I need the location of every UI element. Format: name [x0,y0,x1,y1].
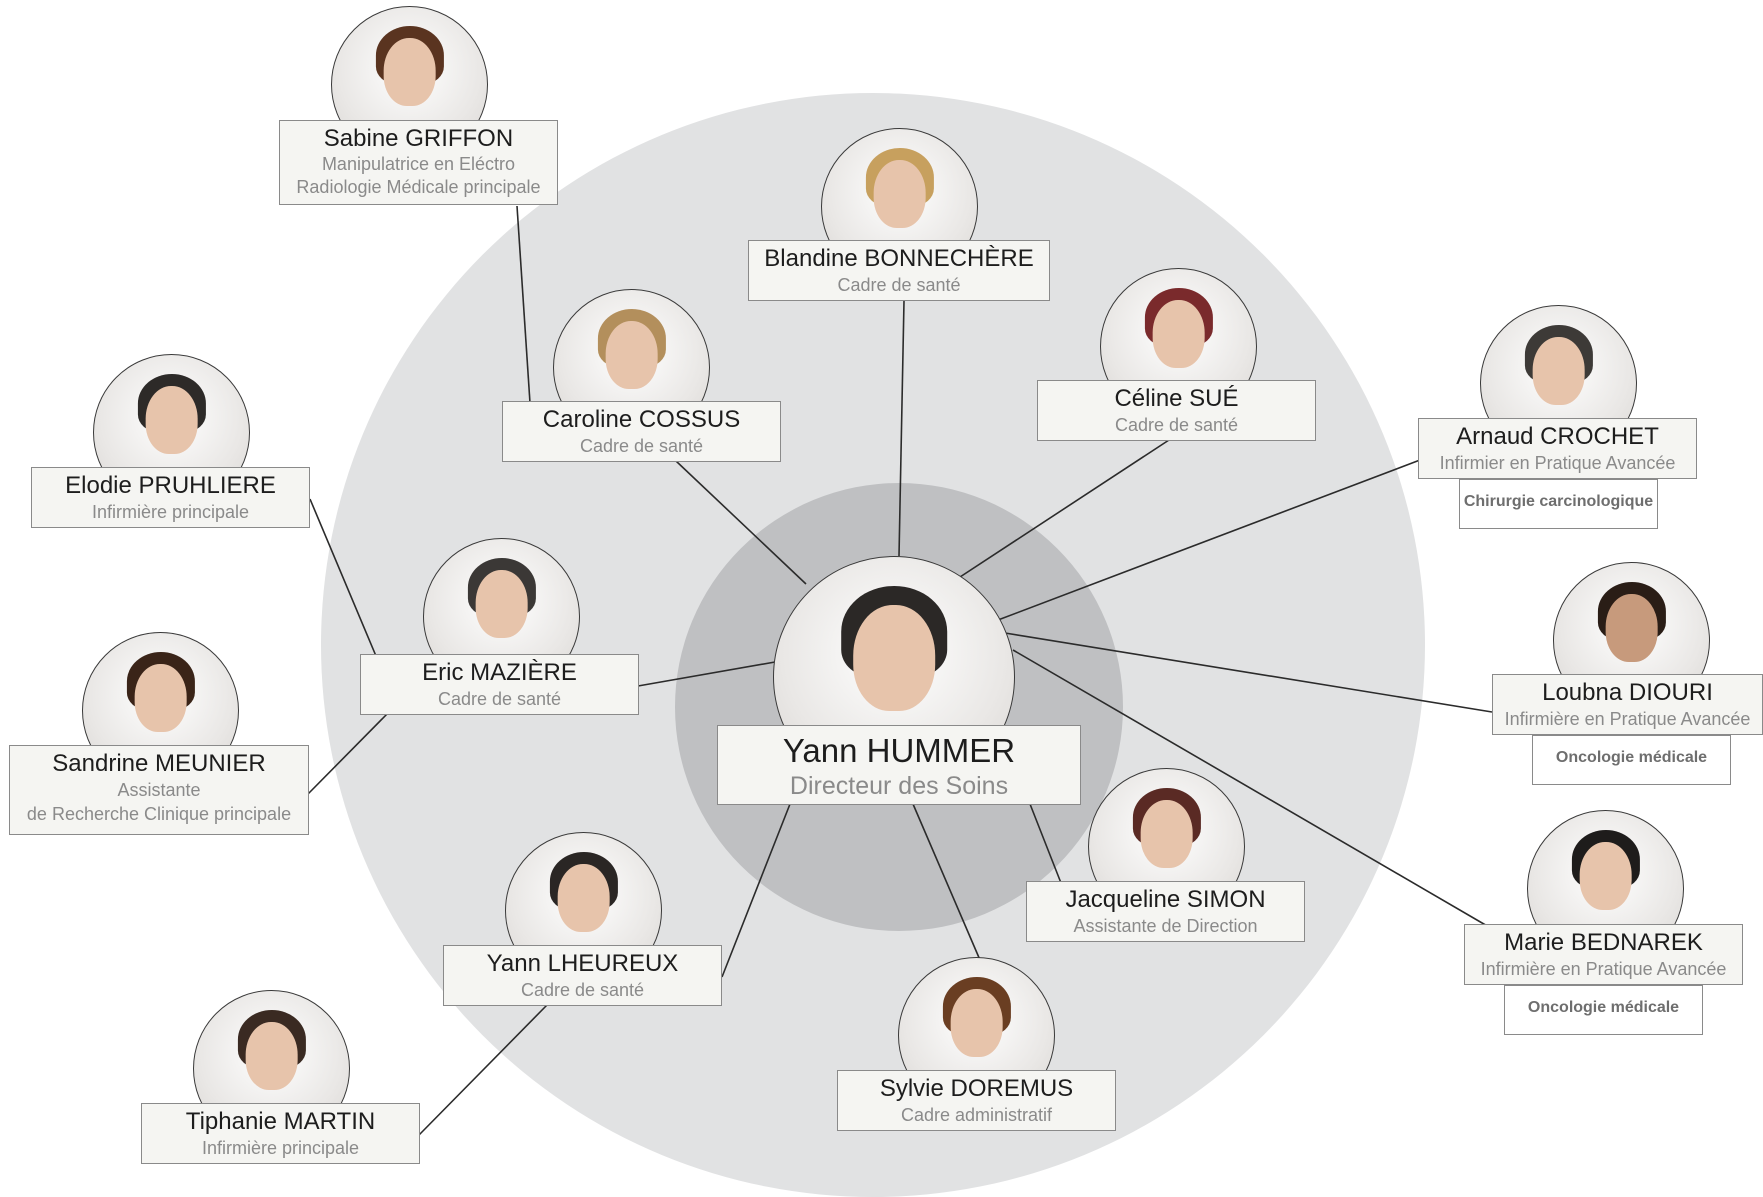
name-cossus: Caroline COSSUS [542,406,741,433]
card-diouri: Loubna DIOURI Infirmière en Pratique Ava… [1492,674,1763,735]
card-pruhliere: Elodie PRUHLIERE Infirmière principale [31,467,310,528]
name-martin: Tiphanie MARTIN [185,1108,376,1135]
link-cossus [675,460,807,585]
link-bednarek [1012,649,1490,928]
card-simon: Jacqueline SIMON Assistante de Direction [1026,881,1305,942]
name-meunier: Sandrine MEUNIER [52,750,266,777]
link-meunier [307,712,389,795]
role-cossus: Cadre de santé [579,436,704,456]
link-doremus [912,803,981,961]
name-sue: Céline SUÉ [1114,385,1239,412]
name-simon: Jacqueline SIMON [1065,886,1266,913]
role-bednarek: Infirmière en Pratique Avancée [1480,959,1727,979]
role-hummer: Directeur des Soins [789,772,1009,800]
card-doremus: Sylvie DOREMUS Cadre administratif [837,1070,1116,1131]
role-meunier-line2: de Recherche Clinique principale [26,804,292,824]
role-simon: Assistante de Direction [1073,916,1258,936]
link-griffon [516,205,531,404]
card-sue: Céline SUÉ Cadre de santé [1037,380,1316,441]
card-maziere: Eric MAZIÈRE Cadre de santé [360,654,639,715]
role-pruhliere: Infirmière principale [91,502,250,522]
specialty-bednarek: Oncologie médicale [1504,985,1703,1035]
name-crochet: Arnaud CROCHET [1456,423,1659,450]
name-pruhliere: Elodie PRUHLIERE [65,472,276,499]
name-lheureux: Yann LHEUREUX [486,950,679,977]
role-meunier-line1: Assistante [117,780,201,800]
specialty-diouri: Oncologie médicale [1532,735,1731,785]
link-diouri [1004,632,1493,713]
link-pruhliere [309,498,377,657]
name-bonnechere: Blandine BONNECHÈRE [764,245,1034,272]
card-cossus: Caroline COSSUS Cadre de santé [502,401,781,462]
name-griffon: Sabine GRIFFON [323,125,514,152]
specialty-crochet: Chirurgie carcinologique [1459,479,1658,529]
card-martin: Tiphanie MARTIN Infirmière principale [141,1103,420,1164]
card-meunier: Sandrine MEUNIER Assistante de Recherche… [9,745,309,835]
card-hummer: Yann HUMMER Directeur des Soins [717,725,1081,805]
link-crochet [997,459,1421,621]
link-lheureux [721,803,791,978]
role-diouri: Infirmière en Pratique Avancée [1504,709,1751,729]
card-bednarek: Marie BEDNAREK Infirmière en Pratique Av… [1464,924,1743,985]
link-bonnechere [898,300,905,557]
link-simon [1029,803,1062,884]
link-sue [959,439,1170,578]
role-maziere: Cadre de santé [437,689,562,709]
role-griffon-line2: Radiologie Médicale principale [296,177,541,197]
link-martin [418,1004,548,1136]
role-doremus: Cadre administratif [900,1105,1053,1125]
role-bonnechere: Cadre de santé [837,275,961,295]
card-bonnechere: Blandine BONNECHÈRE Cadre de santé [748,240,1050,301]
role-griffon-line1: Manipulatrice en Eléctro [321,154,516,174]
name-maziere: Eric MAZIÈRE [422,659,577,686]
link-maziere [637,661,776,687]
name-bednarek: Marie BEDNAREK [1504,929,1703,956]
role-sue: Cadre de santé [1114,415,1239,435]
card-lheureux: Yann LHEUREUX Cadre de santé [443,945,722,1006]
name-hummer: Yann HUMMER [782,732,1016,769]
role-crochet: Infirmier en Pratique Avancée [1439,453,1676,473]
role-lheureux: Cadre de santé [520,980,645,1000]
role-martin: Infirmière principale [201,1138,360,1158]
name-diouri: Loubna DIOURI [1542,679,1713,706]
card-crochet: Arnaud CROCHET Infirmier en Pratique Ava… [1418,418,1697,479]
card-griffon: Sabine GRIFFON Manipulatrice en Eléctro … [279,120,558,205]
name-doremus: Sylvie DOREMUS [879,1075,1074,1102]
